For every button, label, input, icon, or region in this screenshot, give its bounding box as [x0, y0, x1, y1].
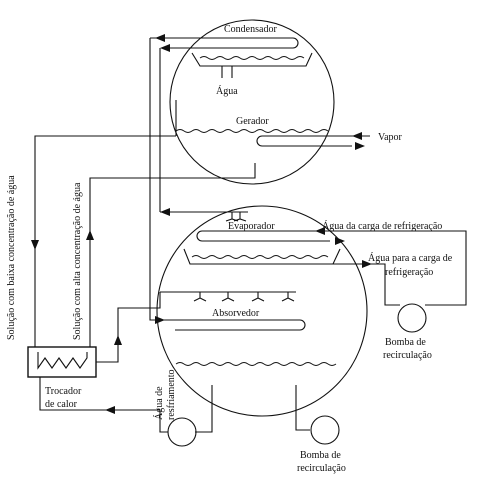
pipe-cooling-water [149, 37, 160, 321]
label-condensador: Condensador [224, 24, 277, 35]
condenser-tray [191, 52, 313, 67]
heat-exchanger-coil [37, 352, 88, 370]
label-bomba-inf-2: recirculação [297, 463, 346, 474]
pipe-evap-recirculation [333, 263, 400, 306]
label-bomba-dir-2: recirculação [383, 350, 432, 361]
evaporator-spray-nozzles [225, 212, 247, 222]
label-agua: Água [216, 85, 238, 97]
label-bomba-inf-1: Bomba de [300, 450, 341, 461]
pipe-absorber-to-pump [195, 385, 213, 433]
label-vapor: Vapor [378, 132, 403, 143]
label-sol-alta: Solução com alta concentração de água [72, 182, 83, 340]
label-sol-baixa: Solução com baixa concentração de água [6, 175, 17, 340]
generator-steam-coil [256, 135, 370, 147]
label-bomba-dir-1: Bomba de [385, 337, 426, 348]
recirculation-pump-right [397, 303, 427, 333]
absorber-cooling-coil [160, 319, 306, 331]
pipe-pump-to-exchanger [39, 377, 168, 433]
label-absorvedor: Absorvedor [212, 308, 260, 319]
flow-arrows [31, 34, 372, 414]
label-evaporador: Evaporador [228, 221, 275, 232]
absorber-spray-nozzles [193, 292, 295, 302]
label-agua-carga-out-1: Água para a carga de [368, 252, 453, 264]
pipe-exchanger-to-absorber [96, 292, 161, 363]
solution-pump [167, 417, 197, 447]
label-trocador-1: Trocador [45, 386, 82, 397]
generator-liquid-level [175, 129, 329, 133]
evaporator-coil [196, 230, 350, 242]
label-agua-resfr-2: resfriamento [166, 369, 177, 420]
label-trocador-2: de calor [45, 399, 78, 410]
label-agua-carga-out-2: refrigeração [385, 267, 433, 278]
label-gerador: Gerador [236, 116, 269, 127]
pipe-weak-solution [34, 135, 176, 347]
pipe-strong-solution [89, 163, 256, 347]
lower-vessel [156, 205, 368, 417]
condenser-coil [160, 37, 299, 49]
pipe-chilled-water-loop [350, 230, 467, 306]
label-agua-carga-in: Água da carga de refrigeração [322, 220, 442, 232]
evaporator-tray [183, 248, 341, 265]
upper-vessel [169, 19, 335, 185]
recirculation-pump-lower [310, 415, 340, 445]
pipe-lower-recirculation [295, 385, 310, 431]
absorber-liquid-level [175, 362, 337, 366]
label-agua-resfr-1: Água de [153, 386, 165, 420]
